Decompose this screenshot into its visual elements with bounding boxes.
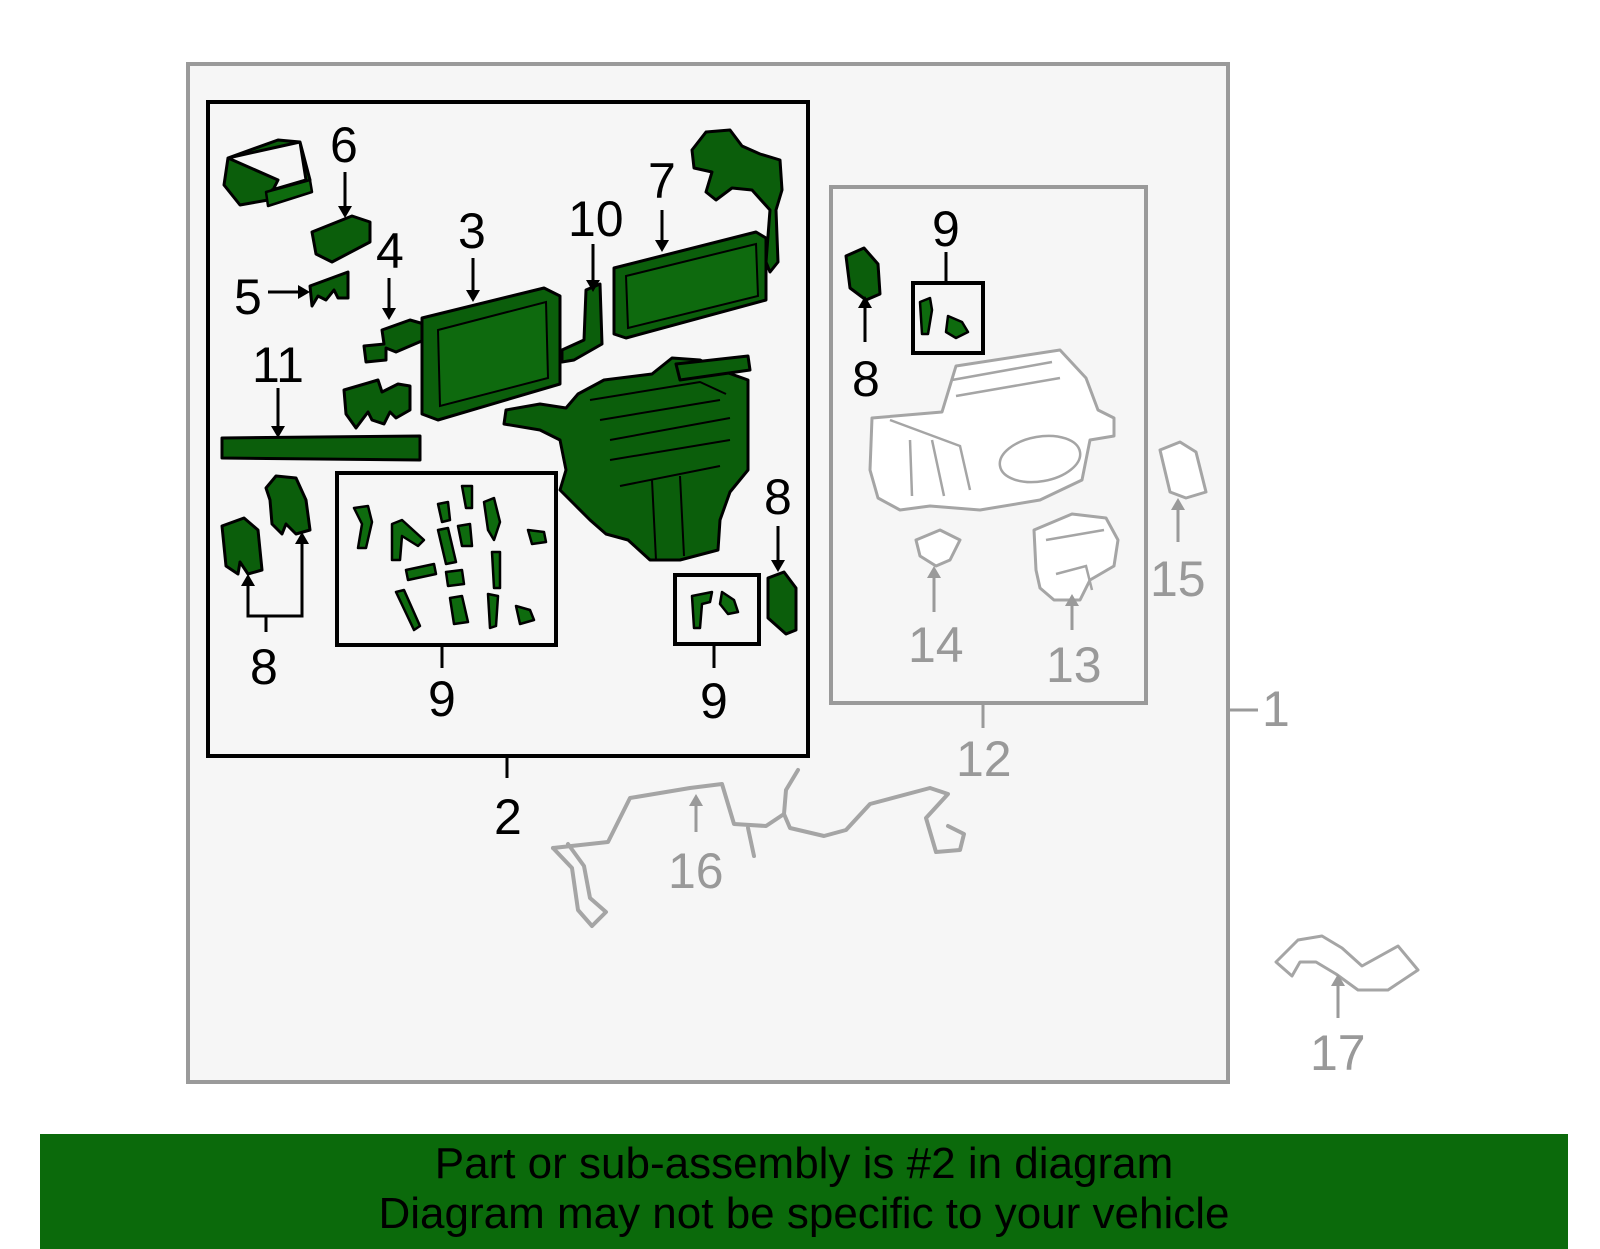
part-16-harness [551,782,966,854]
part-8-right [766,570,798,636]
parts-box-9-right [911,281,985,355]
subassembly-box-12 [829,185,1148,705]
part-16-stub-1 [782,768,800,816]
banner-line-2: Diagram may not be specific to your vehi… [378,1189,1230,1238]
leader-lines [241,172,948,778]
parts-group-9-large [352,484,548,632]
part-6 [310,214,372,264]
callout-11: 11 [252,337,304,393]
callout-6: 6 [330,117,358,173]
part-blower-detail [889,360,1082,497]
part-3-core-face [436,300,550,408]
part-4 [362,318,426,364]
callout-9a: 9 [428,671,456,727]
part-bracket [342,378,412,430]
callout-16: 16 [668,843,724,899]
part-hvac-duct [674,354,752,382]
part-16-stub-2 [746,826,756,858]
callout-10: 10 [568,191,624,247]
callout-9c: 9 [932,201,960,257]
part-8-left-a [220,516,264,576]
callout-12: 12 [956,731,1012,787]
part-7-pipes [690,128,784,274]
part-17-hose [1274,934,1420,992]
parts-box-9-small [673,573,761,646]
part-blower-housing [868,348,1116,512]
banner-line-1: Part or sub-assembly is #2 in diagram [434,1139,1174,1188]
part-cover-bracket [264,178,314,208]
part-8-left-b [264,474,312,536]
parts-group-9-right [918,296,970,340]
callout-1: 1 [1262,681,1290,737]
part-hvac-detail-1 [589,380,731,561]
parts-group-9-small [690,590,740,630]
callout-9b: 9 [700,673,728,729]
part-5 [308,270,350,308]
part-16-branch [551,842,608,928]
part-13-detail [1045,528,1105,591]
part-8-box12 [844,246,882,302]
callout-8b: 8 [764,469,792,525]
callout-14: 14 [908,617,964,673]
callout-15: 15 [1150,551,1206,607]
part-11 [220,434,422,462]
callout-4: 4 [376,223,404,279]
callout-3: 3 [458,203,486,259]
callout-8a: 8 [250,639,278,695]
leader-lines-dim [689,498,1345,1018]
part-7-core-face [624,242,760,330]
part-14-resistor [914,528,962,568]
part-10 [560,282,604,364]
callout-17: 17 [1310,1025,1366,1081]
callout-7: 7 [648,153,676,209]
callout-13: 13 [1046,637,1102,693]
parts-box-9-large [335,471,558,647]
callout-8c: 8 [852,351,880,407]
info-banner: Part or sub-assembly is #2 in diagram Di… [40,1134,1568,1249]
part-15 [1158,440,1208,500]
callout-5: 5 [234,269,262,325]
callout-2: 2 [494,789,522,845]
